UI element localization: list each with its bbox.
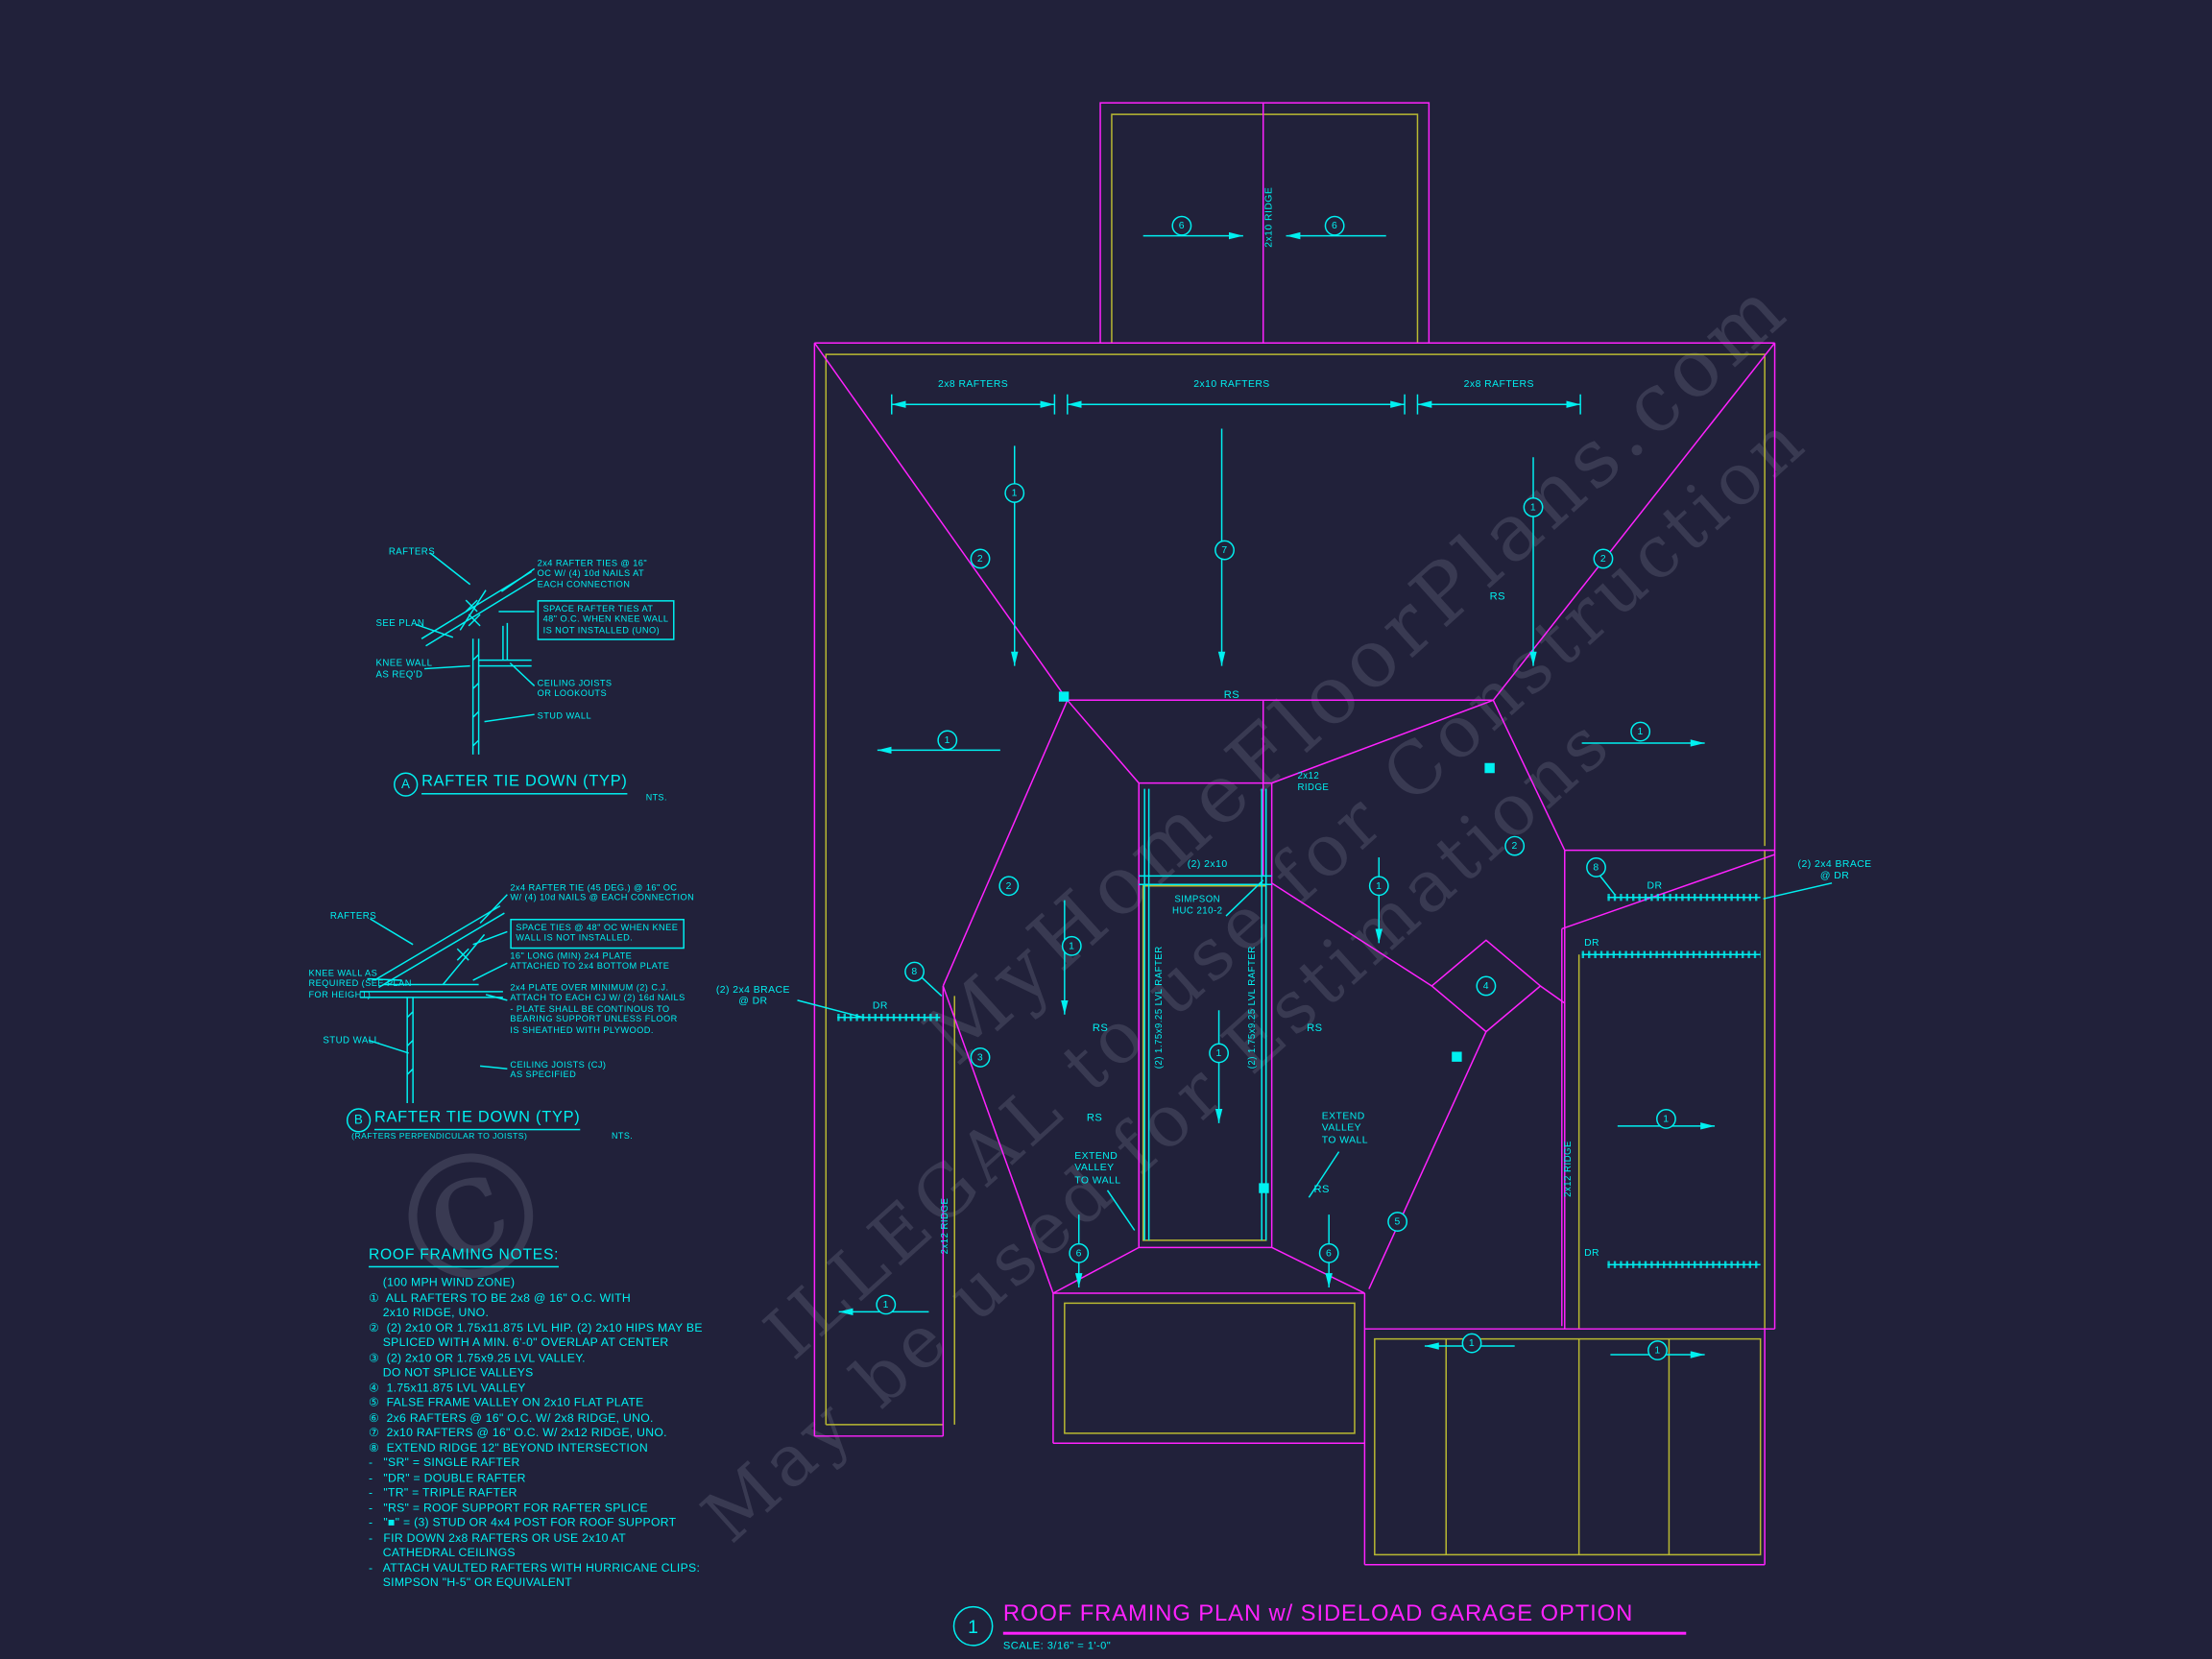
drawing-title-underline xyxy=(1002,1631,1687,1635)
yellow-wall-lines xyxy=(825,113,1766,1556)
magenta-roof-lines xyxy=(813,102,1776,1566)
cyan-annotation-lines xyxy=(360,231,1833,1358)
drawing-scale: SCALE: 3/16" = 1'-0" xyxy=(1002,1639,1112,1652)
sheet-detail-number: 1 xyxy=(968,1615,978,1637)
roof-framing-notes: (100 MPH WIND ZONE) ① ALL RAFTERS TO BE … xyxy=(368,1276,703,1590)
drawing-title: ROOF FRAMING PLAN w/ SIDELOAD GARAGE OPT… xyxy=(1002,1601,1634,1626)
sheet-detail-number-bubble: 1 xyxy=(952,1605,994,1647)
